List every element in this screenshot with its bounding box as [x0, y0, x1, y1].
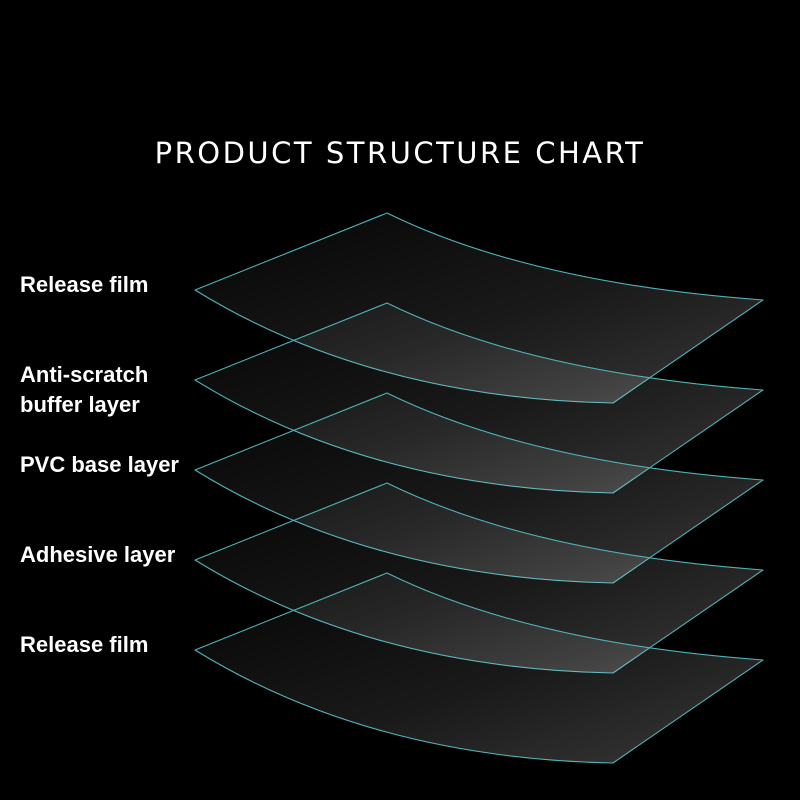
- layer-label-2-line-1: Anti-scratch: [20, 362, 149, 387]
- layer-label-4: Adhesive layer: [20, 540, 175, 570]
- layer-label-5-line-1: Release film: [20, 632, 149, 657]
- layer-label-5: Release film: [20, 630, 148, 660]
- layer-labels: Release film Anti-scratch buffer layer P…: [20, 0, 260, 800]
- layer-label-4-line-1: Adhesive layer: [20, 542, 176, 567]
- layer-label-1-line-1: Release film: [20, 272, 149, 297]
- layer-label-2: Anti-scratch buffer layer: [20, 360, 148, 420]
- layer-label-1: Release film: [20, 270, 148, 300]
- layer-label-2-line-2: buffer layer: [20, 392, 140, 417]
- layer-label-3-line-1: PVC base layer: [20, 452, 179, 477]
- chart-title: PRODUCT STRUCTURE CHART: [154, 136, 646, 170]
- layer-sheet-5: [194, 572, 764, 764]
- layer-label-3: PVC base layer: [20, 450, 179, 480]
